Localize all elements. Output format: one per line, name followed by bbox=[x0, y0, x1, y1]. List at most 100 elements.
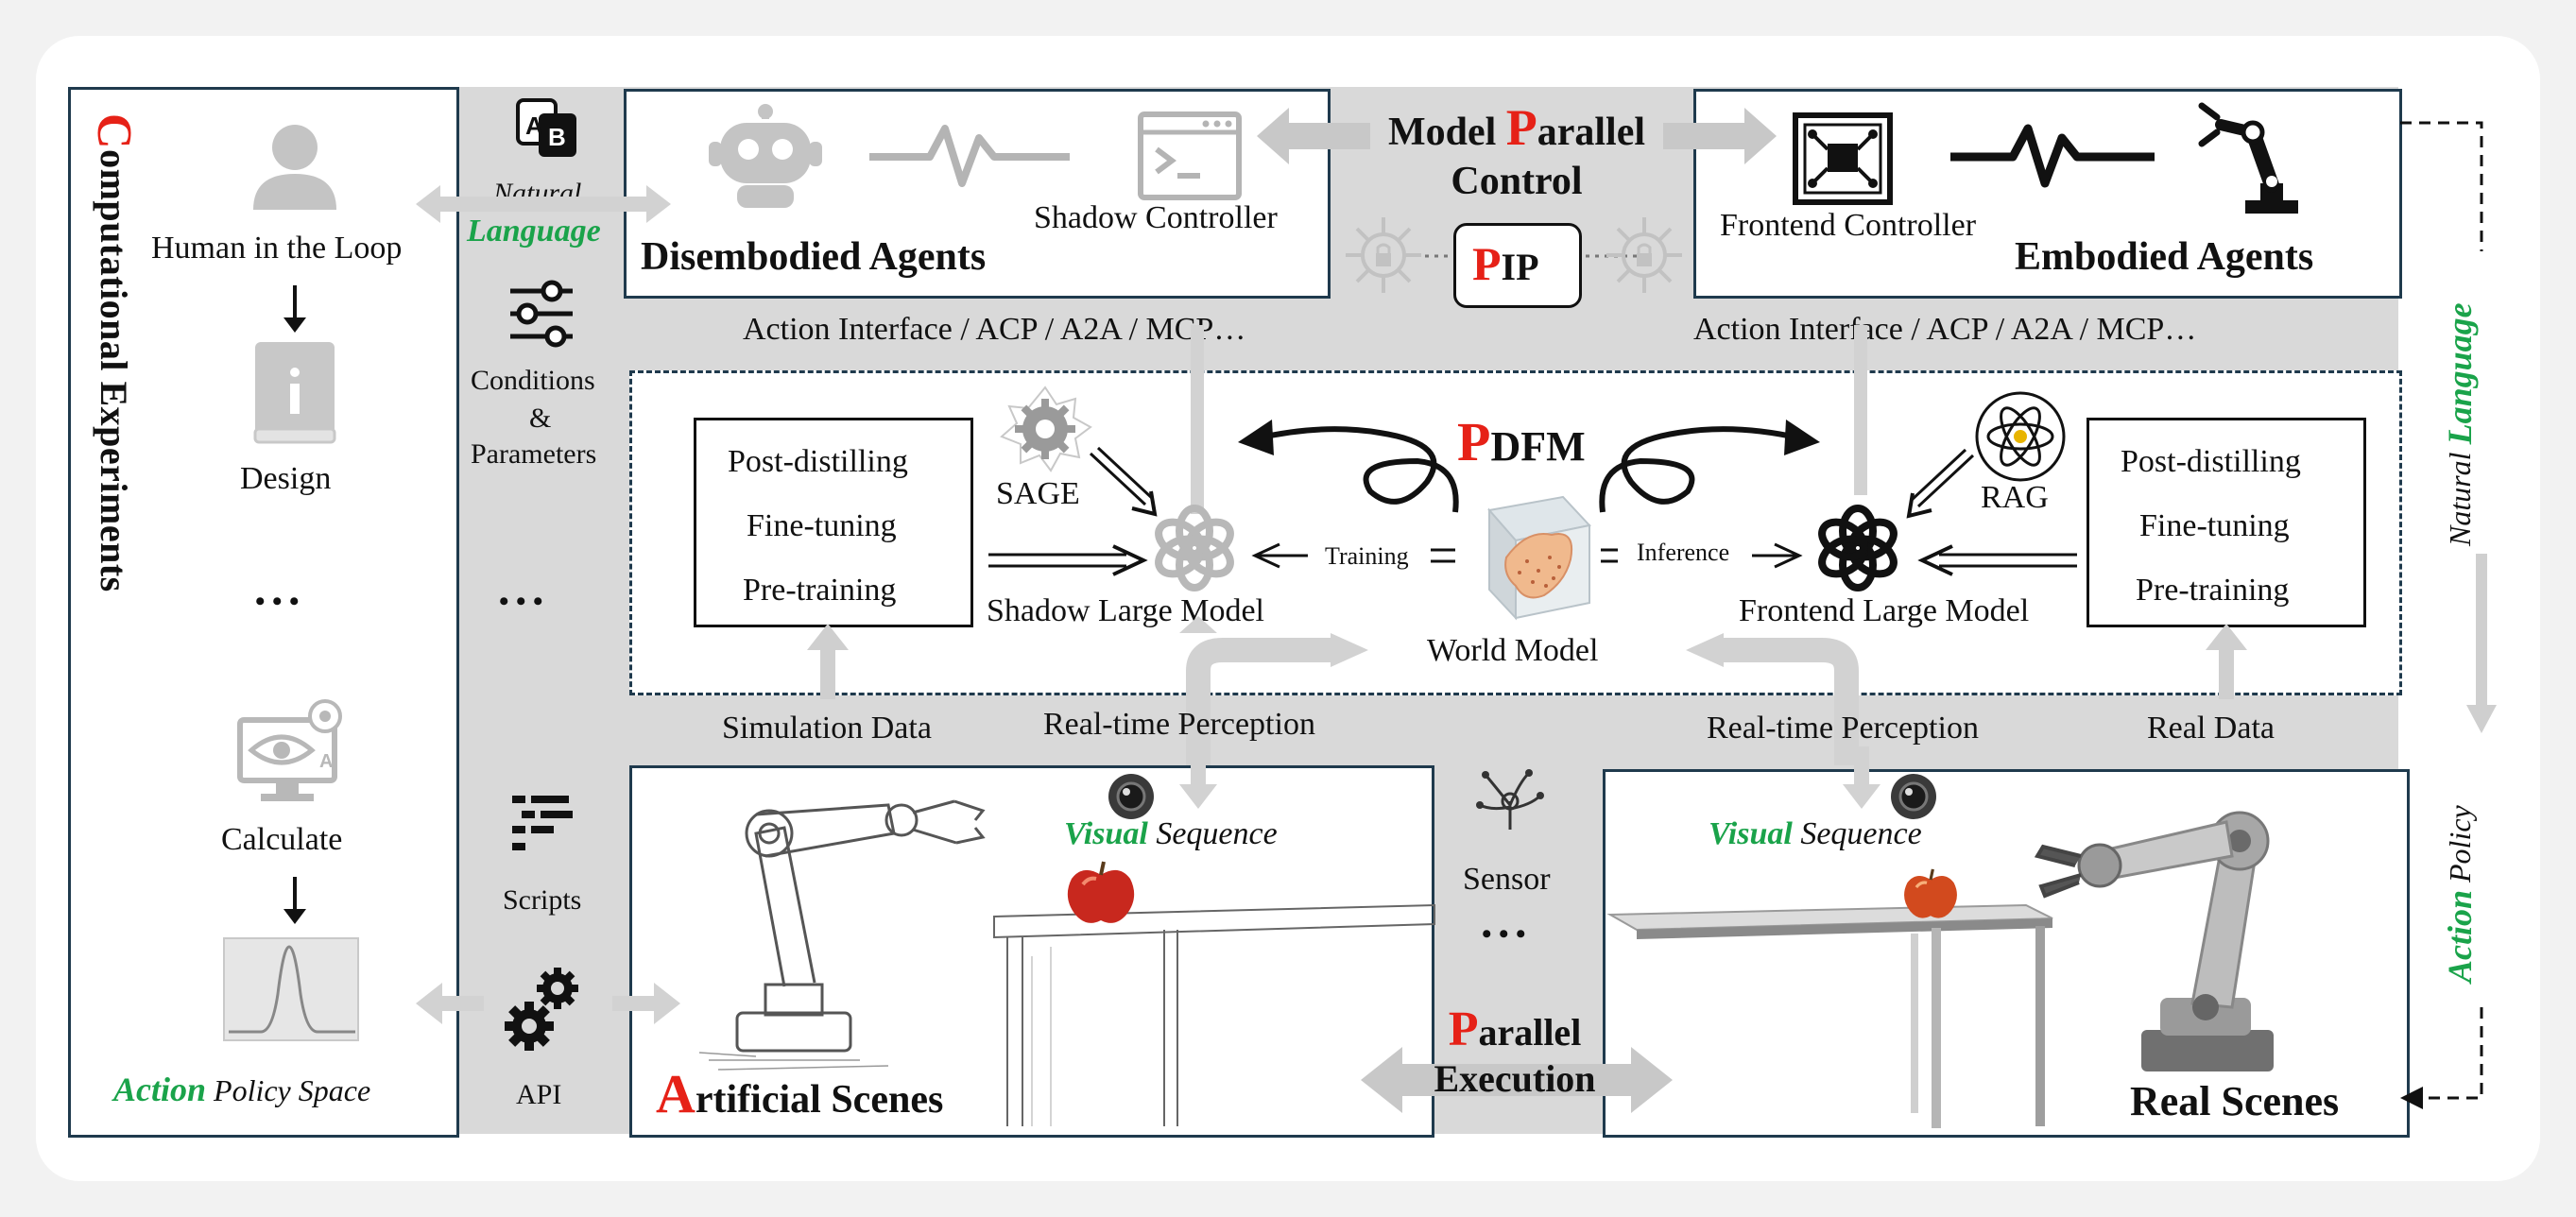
artificial-initial: A bbox=[656, 1063, 696, 1124]
natural-word: Natural bbox=[2443, 444, 2477, 546]
bottom-ellipsis: • • • bbox=[1482, 918, 1526, 950]
language-label: Language bbox=[467, 214, 601, 249]
sketch-table bbox=[993, 903, 1435, 1126]
rt-perception-right-label: Real-time Perception bbox=[1707, 711, 1979, 746]
sequence-word: Sequence bbox=[1792, 816, 1922, 851]
frontend-model-icon bbox=[1818, 505, 1898, 591]
peak-curve-chart-icon bbox=[223, 937, 359, 1041]
action-word: Action bbox=[113, 1071, 207, 1108]
left-fine-tuning: Fine-tuning bbox=[747, 508, 897, 543]
terminal-window-icon bbox=[1138, 111, 1242, 200]
perception-bend-arrow-right bbox=[1686, 633, 1859, 765]
control-word: Control bbox=[1451, 160, 1583, 203]
apple-icon bbox=[1904, 868, 1957, 918]
dotted-connector bbox=[1425, 254, 1642, 258]
right-post-distilling: Post-distilling bbox=[2121, 444, 2301, 479]
shadow-model-icon bbox=[1155, 505, 1234, 591]
shield-network-icon bbox=[1606, 217, 1682, 293]
inference-loop-arrow bbox=[1599, 420, 1820, 513]
design-label: Design bbox=[240, 461, 332, 496]
left-training-stack-box bbox=[694, 418, 973, 627]
simulation-data-arrow bbox=[807, 624, 849, 699]
perception-down-left bbox=[1179, 746, 1217, 809]
training-label: Training bbox=[1325, 542, 1409, 570]
world-model-cube bbox=[1487, 495, 1591, 621]
real-scenes-box bbox=[1603, 769, 2410, 1138]
waveform-icon-gray bbox=[869, 125, 1070, 187]
real-scenes-title: Real Scenes bbox=[2130, 1078, 2340, 1124]
perception-down-right bbox=[1843, 746, 1880, 809]
rt-perception-left-label: Real-time Perception bbox=[1043, 707, 1315, 742]
right-pre-training: Pre-training bbox=[2136, 573, 2290, 608]
disembodied-agents-title: Disembodied Agents bbox=[641, 235, 987, 279]
left-pre-training: Pre-training bbox=[743, 573, 897, 608]
policy-word: Policy bbox=[2443, 805, 2477, 890]
human-language-arrow bbox=[416, 185, 671, 223]
model-parallel-control-title: Model Parallel bbox=[1361, 98, 1673, 157]
pdfm-initial: P bbox=[1457, 411, 1491, 472]
svg-text:A: A bbox=[525, 111, 543, 140]
circuit-board-icon bbox=[1793, 112, 1893, 205]
robot-arm-icon bbox=[2198, 102, 2298, 214]
sensor-icon bbox=[1476, 769, 1544, 830]
parameters-label: Parameters bbox=[471, 438, 597, 470]
bidirectional-arrow-right-top bbox=[1663, 108, 1777, 164]
vertical-arrow-shadow-up bbox=[1191, 325, 1204, 514]
shield-network-icon bbox=[1346, 217, 1421, 293]
ampersand-label: & bbox=[529, 403, 552, 434]
book-info-icon bbox=[253, 342, 336, 444]
computational-experiments-title: Computational Experiments bbox=[85, 113, 142, 699]
robot-head-icon bbox=[709, 104, 822, 208]
action-word: Action bbox=[2441, 889, 2479, 983]
scripts-label: Scripts bbox=[503, 884, 582, 916]
arrow-down-icon bbox=[283, 877, 306, 924]
arrow-down-icon bbox=[283, 285, 306, 333]
visual-sequence-left: Visual Sequence bbox=[1064, 816, 1278, 852]
policy-space-words: Policy Space bbox=[206, 1073, 371, 1107]
shadow-large-model-label: Shadow Large Model bbox=[987, 593, 1264, 628]
real-robot-arm bbox=[2034, 811, 2274, 1071]
visual-sequence-right: Visual Sequence bbox=[1709, 816, 1922, 852]
right-action-policy: Action Policy bbox=[2440, 756, 2480, 983]
real-data-label: Real Data bbox=[2147, 711, 2275, 746]
artificial-rest: rtificial Scenes bbox=[695, 1078, 944, 1122]
real-data-arrow bbox=[2206, 624, 2247, 699]
artificial-scenes-title: Artificial Scenes bbox=[656, 1062, 943, 1125]
sliders-icon bbox=[510, 280, 573, 348]
title-rest: omputational Experiments bbox=[93, 149, 135, 592]
training-arrow bbox=[1251, 542, 1455, 569]
stack-to-frontend-arrow bbox=[1917, 544, 2077, 576]
sequence-word: Sequence bbox=[1147, 816, 1278, 851]
scripts-icon bbox=[512, 796, 573, 850]
simulation-data-label: Simulation Data bbox=[722, 711, 932, 746]
visual-word: Visual bbox=[1709, 816, 1793, 851]
right-fine-tuning: Fine-tuning bbox=[2139, 508, 2290, 543]
gears-icon bbox=[505, 968, 578, 1051]
translate-ab-icon: A B bbox=[516, 98, 576, 157]
pip-initial: P bbox=[1472, 237, 1502, 290]
human-in-the-loop-label: Human in the Loop bbox=[151, 231, 403, 266]
ai-eye-monitor-icon: AI bbox=[237, 699, 342, 801]
vertical-arrow-frontend-up bbox=[1854, 325, 1867, 495]
waveform-icon bbox=[1950, 124, 2155, 188]
pip-badge bbox=[1453, 223, 1582, 308]
rag-to-frontend-arrow bbox=[1906, 448, 1975, 519]
middle-ellipsis: • • • bbox=[499, 586, 543, 617]
right-natural-language: Natural Language bbox=[2440, 244, 2480, 546]
inference-arrow bbox=[1601, 542, 1803, 569]
left-ellipsis: • • • bbox=[255, 586, 300, 617]
apple-icon bbox=[1067, 861, 1135, 923]
pip-label: PIP bbox=[1472, 236, 1539, 291]
person-icon bbox=[253, 125, 336, 210]
parallel-execution-title: Parallel bbox=[1425, 1002, 1605, 1057]
visual-word: Visual bbox=[1064, 816, 1148, 851]
parallel-initial: P bbox=[1505, 99, 1537, 156]
model-word: Model bbox=[1387, 111, 1506, 154]
perception-bend-arrow-left bbox=[1179, 616, 1368, 765]
middle-column-band bbox=[455, 87, 626, 1134]
right-dashed-loop bbox=[2400, 121, 2497, 1109]
pip-rest: IP bbox=[1501, 246, 1539, 288]
sage-gear-icon bbox=[1000, 386, 1092, 472]
api-label: API bbox=[516, 1079, 562, 1110]
action-interface-left: Action Interface / ACP / A2A / MCP… bbox=[743, 312, 1246, 347]
